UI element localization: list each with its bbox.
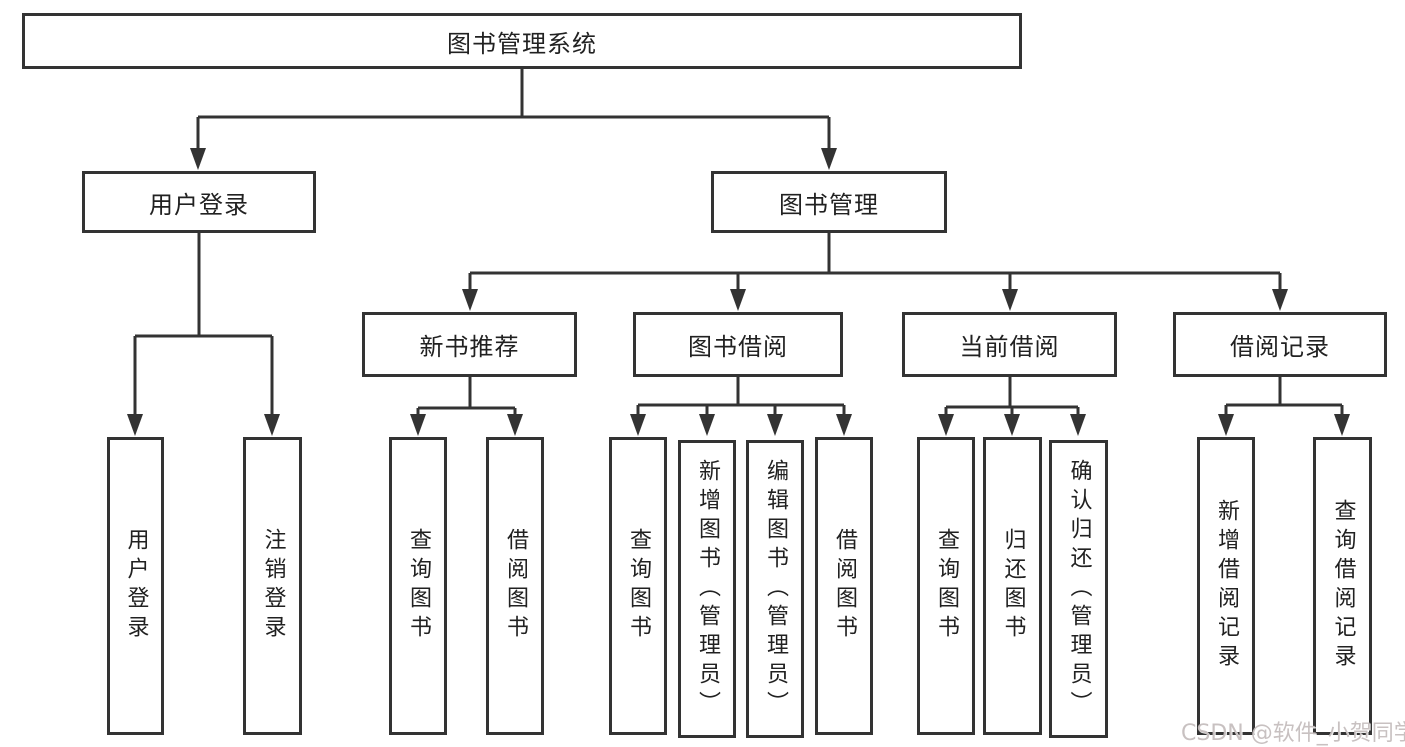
node-user-login: 用户登录 [82, 171, 316, 233]
node-current-borrowing: 当前借阅 [902, 312, 1117, 377]
node-book-management: 图书管理 [711, 171, 947, 233]
leaf-query-borrow-record: 查询借阅记录 [1313, 437, 1372, 735]
node-current-borrowing-label: 当前借阅 [959, 333, 1060, 361]
leaf-logout-label: 注销登录 [260, 528, 286, 644]
node-borrow-records: 借阅记录 [1173, 312, 1387, 377]
leaf-confirm-return-admin: 确认归还（管理员） [1049, 440, 1108, 738]
leaf-user-login: 用户登录 [107, 437, 164, 735]
root-node-library-management-system: 图书管理系统 [22, 13, 1022, 69]
leaf-return-books: 归还图书 [983, 437, 1042, 735]
leaf-query-books-recommend: 查询图书 [389, 437, 447, 735]
leaf-user-login-label: 用户登录 [123, 528, 149, 644]
leaf-confirm-return-admin-label: 确认归还（管理员） [1066, 458, 1092, 720]
leaf-return-books-label: 归还图书 [1000, 528, 1026, 644]
node-book-borrowing: 图书借阅 [633, 312, 843, 377]
leaf-query-borrow-record-label: 查询借阅记录 [1330, 499, 1356, 673]
node-user-login-label: 用户登录 [149, 190, 249, 219]
root-node-label: 图书管理系统 [447, 29, 597, 58]
leaf-borrow-books-label: 借阅图书 [832, 528, 857, 644]
node-book-management-label: 图书管理 [779, 190, 879, 219]
leaf-add-books-admin: 新增图书（管理员） [678, 440, 736, 738]
leaf-logout: 注销登录 [243, 437, 302, 735]
leaf-add-borrow-record: 新增借阅记录 [1197, 437, 1255, 735]
leaf-edit-books-admin: 编辑图书（管理员） [746, 440, 804, 738]
leaf-borrow-books: 借阅图书 [815, 437, 873, 735]
node-new-book-recommendation-label: 新书推荐 [419, 333, 520, 361]
node-borrow-records-label: 借阅记录 [1230, 333, 1330, 361]
leaf-query-books-recommend-label: 查询图书 [406, 528, 431, 644]
leaf-add-books-admin-label: 新增图书（管理员） [695, 458, 720, 720]
leaf-borrow-books-recommend: 借阅图书 [486, 437, 544, 735]
leaf-query-books-borrowing-label: 查询图书 [626, 528, 651, 644]
leaf-query-books-borrowing: 查询图书 [609, 437, 667, 735]
leaf-query-books-current: 查询图书 [917, 437, 975, 735]
leaf-borrow-books-recommend-label: 借阅图书 [503, 528, 528, 644]
node-book-borrowing-label: 图书借阅 [688, 333, 788, 361]
leaf-edit-books-admin-label: 编辑图书（管理员） [763, 458, 788, 720]
node-new-book-recommendation: 新书推荐 [362, 312, 577, 377]
leaf-query-books-current-label: 查询图书 [934, 528, 959, 644]
leaf-add-borrow-record-label: 新增借阅记录 [1214, 499, 1239, 673]
